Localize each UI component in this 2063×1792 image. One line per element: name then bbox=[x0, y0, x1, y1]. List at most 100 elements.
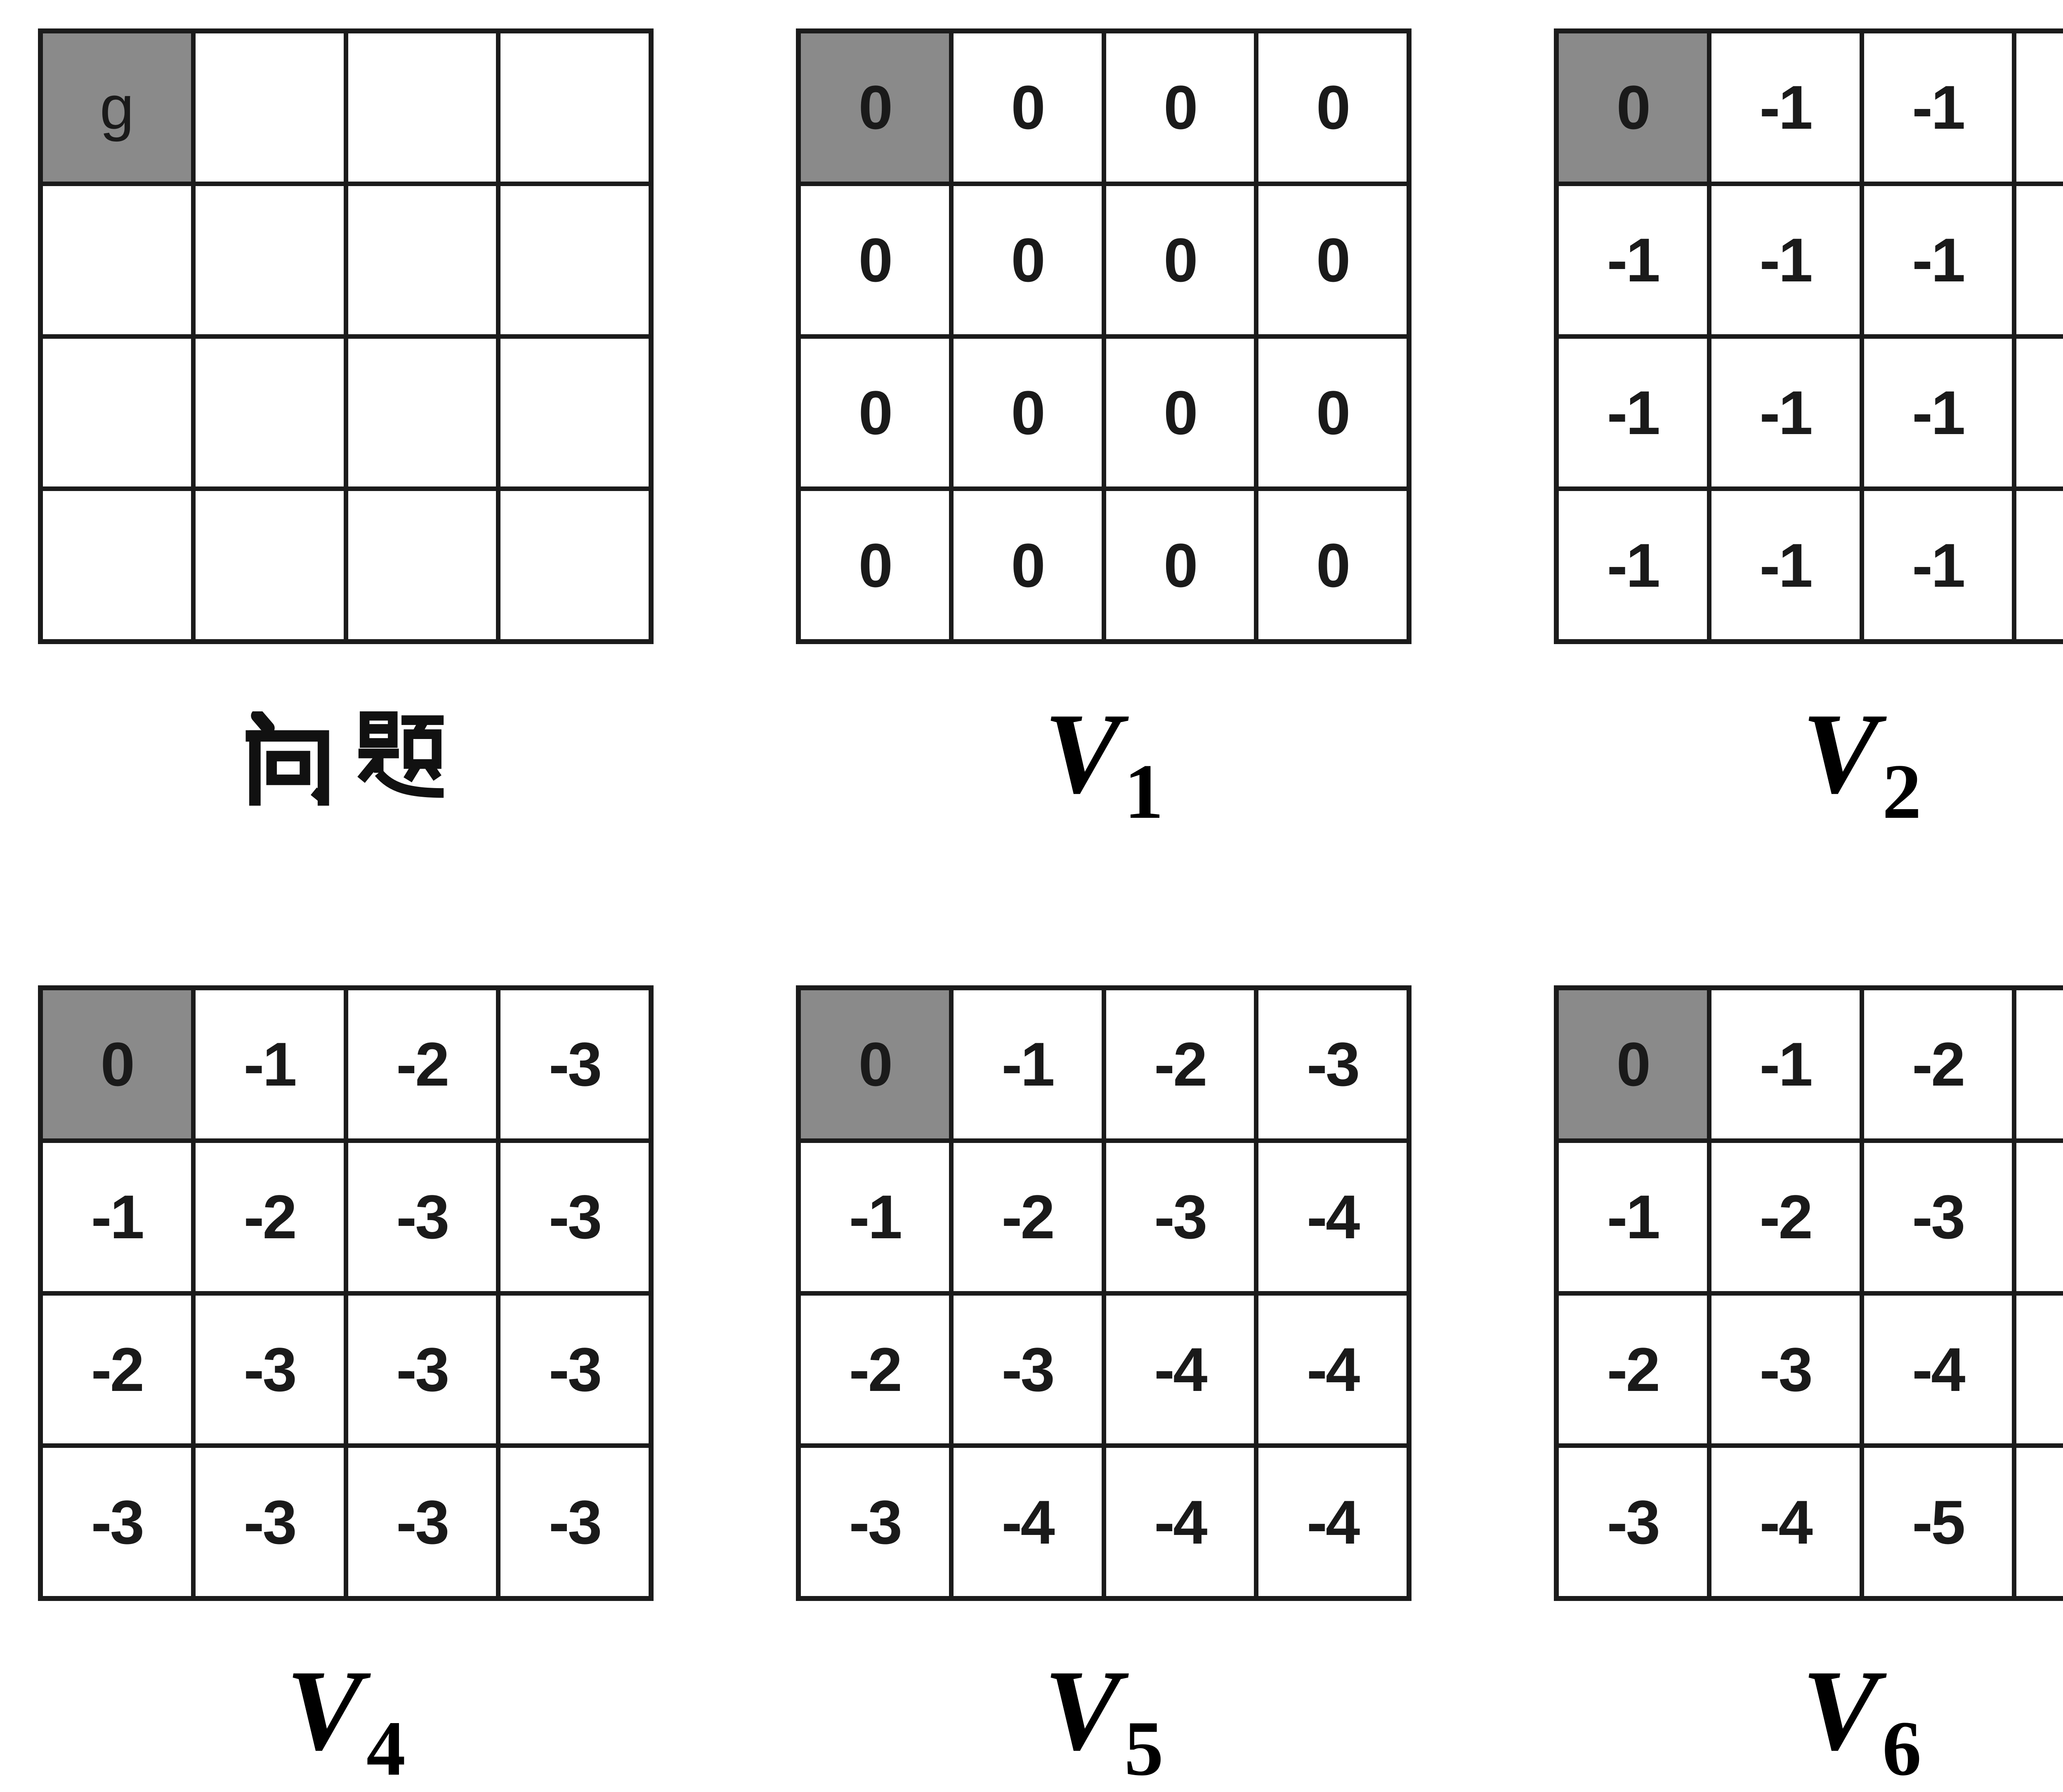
cjk-char-ti bbox=[357, 711, 444, 798]
v4-cell-r2c1: -3 bbox=[195, 1295, 344, 1444]
v1-cell-r2c3: 0 bbox=[1258, 338, 1407, 487]
cell-value: -1 bbox=[91, 1182, 144, 1252]
v4-cell-r2c0: -2 bbox=[43, 1295, 191, 1444]
v2-cell-r3c1: -1 bbox=[1711, 491, 1860, 639]
cell-value: 0 bbox=[858, 1029, 893, 1099]
cell-value: -1 bbox=[1607, 530, 1660, 600]
figure-label: V4 bbox=[286, 1652, 406, 1792]
v-label-subscript: 2 bbox=[1882, 748, 1921, 835]
v-label-base: V bbox=[1044, 1646, 1121, 1774]
cell-value: -3 bbox=[243, 1334, 297, 1404]
v4-cell-r2c3: -3 bbox=[500, 1295, 649, 1444]
cell-value: -4 bbox=[1154, 1334, 1207, 1404]
v2-cell-r1c1: -1 bbox=[1711, 186, 1860, 334]
cell-value: -3 bbox=[1759, 1334, 1813, 1404]
v1-cell-r2c0: 0 bbox=[801, 338, 949, 487]
problem-cell-r3c0 bbox=[43, 491, 191, 639]
cell-value: -1 bbox=[1607, 225, 1660, 295]
v1-cell-r0c0-goal: 0 bbox=[801, 33, 949, 182]
v5-cell-r3c2: -4 bbox=[1106, 1448, 1254, 1596]
v5-cell-r2c1: -3 bbox=[953, 1295, 1102, 1444]
cell-value: -1 bbox=[1607, 1182, 1660, 1252]
cell-value: 0 bbox=[1616, 1029, 1651, 1099]
cell-value: -1 bbox=[849, 1182, 902, 1252]
v1-cell-r0c3: 0 bbox=[1258, 33, 1407, 182]
v5-cell-r3c3: -4 bbox=[1258, 1448, 1407, 1596]
v2-cell-r0c0-goal: 0 bbox=[1559, 33, 1707, 182]
cell-value: -3 bbox=[1912, 1182, 1965, 1252]
cell-value: 0 bbox=[1164, 378, 1198, 447]
grid-v4: 0-1-2-3-1-2-3-3-2-3-3-3-3-3-3-3 bbox=[38, 985, 654, 1601]
problem-cell-r3c3 bbox=[500, 491, 649, 639]
cell-value: -3 bbox=[548, 1029, 602, 1099]
cell-value: 0 bbox=[100, 1029, 135, 1099]
cell-value: -2 bbox=[1912, 1029, 1965, 1099]
cell-value: -3 bbox=[1607, 1487, 1660, 1557]
v2-cell-r2c3: -1 bbox=[2016, 338, 2063, 487]
cell-value: -3 bbox=[1306, 1029, 1360, 1099]
v4-cell-r1c2: -3 bbox=[348, 1143, 496, 1291]
cell-value: -3 bbox=[548, 1334, 602, 1404]
v2-cell-r2c2: -1 bbox=[1864, 338, 2012, 487]
v-label-subscript: 6 bbox=[1882, 1705, 1921, 1792]
problem-cell-r0c2 bbox=[348, 33, 496, 182]
v6-cell-r0c2: -2 bbox=[1864, 990, 2012, 1138]
grid-problem: g bbox=[38, 28, 654, 644]
figure-label: 问题 bbox=[243, 702, 449, 817]
v5-cell-r0c0-goal: 0 bbox=[801, 990, 949, 1138]
cell-value: -3 bbox=[396, 1182, 449, 1252]
cell-value: -2 bbox=[1001, 1182, 1055, 1252]
cell-value: 0 bbox=[1164, 530, 1198, 600]
v4-cell-r0c0-goal: 0 bbox=[43, 990, 191, 1138]
cell-value: -3 bbox=[91, 1487, 144, 1557]
figure-v4: 0-1-2-3-1-2-3-3-2-3-3-3-3-3-3-3 V4 bbox=[38, 985, 654, 1792]
cell-value: 0 bbox=[858, 530, 893, 600]
v1-cell-r1c0: 0 bbox=[801, 186, 949, 334]
cell-value: -1 bbox=[243, 1029, 297, 1099]
v6-cell-r2c0: -2 bbox=[1559, 1295, 1707, 1444]
problem-cell-r0c3 bbox=[500, 33, 649, 182]
v1-cell-r1c1: 0 bbox=[953, 186, 1102, 334]
v1-cell-r3c2: 0 bbox=[1106, 491, 1254, 639]
figure-label: V1 bbox=[1044, 695, 1164, 835]
v6-cell-r2c3: -5 bbox=[2016, 1295, 2063, 1444]
v1-cell-r1c2: 0 bbox=[1106, 186, 1254, 334]
v4-cell-r3c0: -3 bbox=[43, 1448, 191, 1596]
v6-cell-r0c1: -1 bbox=[1711, 990, 1860, 1138]
v2-cell-r1c2: -1 bbox=[1864, 186, 2012, 334]
v5-cell-r0c1: -1 bbox=[953, 990, 1102, 1138]
v4-cell-r3c1: -3 bbox=[195, 1448, 344, 1596]
v-label-subscript: 1 bbox=[1124, 748, 1164, 835]
problem-cell-r1c1 bbox=[195, 186, 344, 334]
v4-cell-r0c1: -1 bbox=[195, 990, 344, 1138]
figure-v5: 0-1-2-3-1-2-3-4-2-3-4-4-3-4-4-4 V5 bbox=[796, 985, 1412, 1792]
cell-value: -5 bbox=[1912, 1487, 1965, 1557]
cell-value: -3 bbox=[243, 1487, 297, 1557]
v-label: V4 bbox=[286, 1652, 406, 1792]
cell-value: -1 bbox=[1607, 378, 1660, 447]
v4-cell-r1c0: -1 bbox=[43, 1143, 191, 1291]
cell-value: -4 bbox=[1306, 1334, 1360, 1404]
cell-value: -1 bbox=[1759, 225, 1813, 295]
cell-value: -4 bbox=[1759, 1487, 1813, 1557]
cell-value: 0 bbox=[858, 378, 893, 447]
v5-cell-r0c2: -2 bbox=[1106, 990, 1254, 1138]
cell-value: -2 bbox=[849, 1334, 902, 1404]
cell-value: -3 bbox=[1001, 1334, 1055, 1404]
cell-value: -4 bbox=[1912, 1334, 1965, 1404]
v4-cell-r0c3: -3 bbox=[500, 990, 649, 1138]
v1-cell-r3c3: 0 bbox=[1258, 491, 1407, 639]
v6-cell-r2c1: -3 bbox=[1711, 1295, 1860, 1444]
v6-cell-r1c3: -4 bbox=[2016, 1143, 2063, 1291]
problem-cell-r0c0-goal: g bbox=[43, 33, 191, 182]
cell-value: 0 bbox=[1316, 225, 1350, 295]
v2-cell-r0c3: -1 bbox=[2016, 33, 2063, 182]
v1-cell-r2c2: 0 bbox=[1106, 338, 1254, 487]
cell-value: -1 bbox=[1912, 225, 1965, 295]
cell-value: 0 bbox=[1011, 225, 1045, 295]
v2-cell-r3c2: -1 bbox=[1864, 491, 2012, 639]
